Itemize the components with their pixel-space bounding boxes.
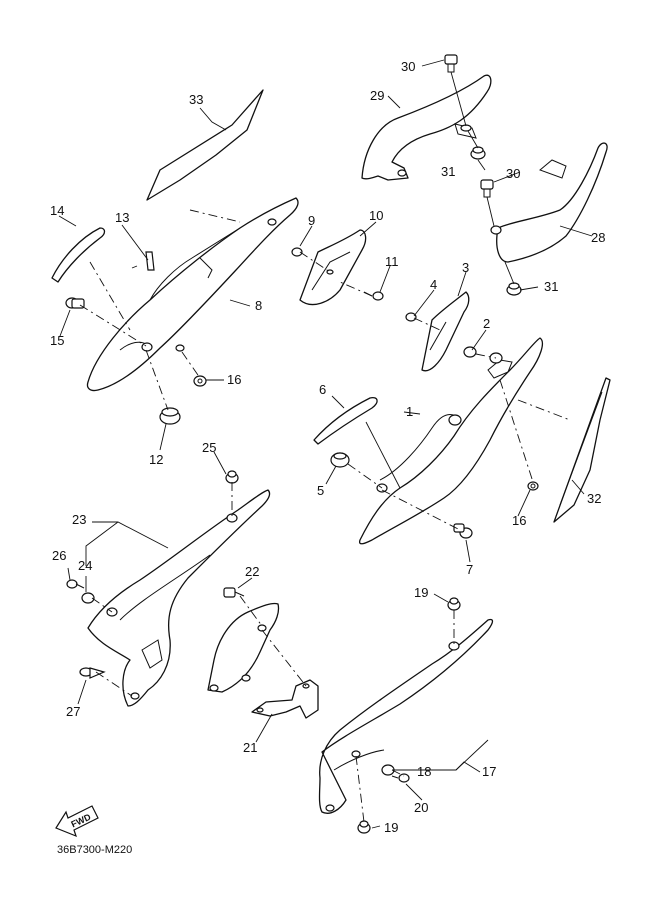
- part-30-bolt-lower[interactable]: [480, 179, 494, 198]
- part-33-panel[interactable]: [146, 89, 264, 201]
- part-31-nut-upper[interactable]: [470, 146, 486, 160]
- part-5-grommet[interactable]: [330, 452, 350, 468]
- assembly-lines: [79, 209, 571, 823]
- plate-panel[interactable]: [207, 602, 280, 693]
- callout-17[interactable]: 17: [482, 764, 496, 779]
- part-13-clip[interactable]: [145, 251, 155, 271]
- callout-24[interactable]: 24: [78, 558, 92, 573]
- callout-3[interactable]: 3: [462, 260, 469, 275]
- part-4-bolt[interactable]: [405, 312, 417, 322]
- callout-16-right[interactable]: 16: [512, 513, 526, 528]
- callout-23[interactable]: 23: [72, 512, 86, 527]
- callout-31-lower[interactable]: 31: [544, 279, 558, 294]
- part-28-grab-bar[interactable]: [490, 142, 608, 263]
- part-27-rivet[interactable]: [79, 667, 106, 679]
- leader-lines: [58, 59, 593, 829]
- part-30-bolt-upper[interactable]: [444, 54, 458, 73]
- callout-22[interactable]: 22: [245, 564, 259, 579]
- part-8-side-cover[interactable]: [86, 197, 299, 392]
- part-19-nut-upper[interactable]: [447, 597, 461, 611]
- callout-33[interactable]: 33: [189, 92, 203, 107]
- part-16-nut-right[interactable]: [527, 481, 539, 491]
- callout-6[interactable]: 6: [319, 382, 326, 397]
- callout-13[interactable]: 13: [115, 210, 129, 225]
- part-15-fastener[interactable]: [65, 297, 85, 309]
- part-29-grab-bar[interactable]: [361, 74, 492, 181]
- callout-21[interactable]: 21: [243, 740, 257, 755]
- part-19-nut-lower[interactable]: [357, 820, 371, 834]
- part-9-nut[interactable]: [291, 247, 303, 257]
- part-6-strip[interactable]: [313, 396, 378, 445]
- part-25-nut[interactable]: [225, 470, 239, 484]
- part-14-strip[interactable]: [51, 227, 106, 283]
- part-31-nut-lower[interactable]: [506, 282, 522, 296]
- part-21-bracket[interactable]: [251, 679, 319, 719]
- callout-7[interactable]: 7: [466, 562, 473, 577]
- part-11-screw[interactable]: [363, 291, 384, 301]
- callouts: 1 2 3 4 5 6 7 8 9 10 11 12 13 14 15 16 1…: [50, 59, 605, 835]
- callout-10[interactable]: 10: [369, 208, 383, 223]
- callout-19-upper[interactable]: 19: [414, 585, 428, 600]
- part-24-washer[interactable]: [81, 592, 95, 604]
- callout-9[interactable]: 9: [308, 213, 315, 228]
- callout-12[interactable]: 12: [149, 452, 163, 467]
- callout-28[interactable]: 28: [591, 230, 605, 245]
- part-7-bolt[interactable]: [453, 523, 473, 539]
- part-23-cover[interactable]: [87, 489, 271, 707]
- diagram-code: 36B7300-M220: [57, 844, 132, 856]
- part-17-cover[interactable]: [318, 618, 494, 814]
- callout-32[interactable]: 32: [587, 491, 601, 506]
- callout-14[interactable]: 14: [50, 203, 64, 218]
- part-10-bracket[interactable]: [299, 229, 367, 306]
- callout-29[interactable]: 29: [370, 88, 384, 103]
- callout-4[interactable]: 4: [430, 277, 437, 292]
- callout-16-left[interactable]: 16: [227, 372, 241, 387]
- part-3-bracket[interactable]: [421, 291, 470, 372]
- callout-30-lower[interactable]: 30: [506, 166, 520, 181]
- callout-18[interactable]: 18: [417, 764, 431, 779]
- callout-11[interactable]: 11: [385, 254, 399, 269]
- callout-5[interactable]: 5: [317, 483, 324, 498]
- callout-19-lower[interactable]: 19: [384, 820, 398, 835]
- part-32-panel[interactable]: [553, 377, 611, 523]
- callout-26[interactable]: 26: [52, 548, 66, 563]
- part-2-nut[interactable]: [463, 346, 477, 358]
- callout-31-upper[interactable]: 31: [441, 164, 455, 179]
- callout-2[interactable]: 2: [483, 316, 490, 331]
- callout-20[interactable]: 20: [414, 800, 428, 815]
- callout-27[interactable]: 27: [66, 704, 80, 719]
- part-26-screw[interactable]: [66, 579, 85, 589]
- part-16-nut-left[interactable]: [193, 375, 207, 387]
- callout-25[interactable]: 25: [202, 440, 216, 455]
- part-22-bolt[interactable]: [223, 587, 245, 598]
- part-12-grommet[interactable]: [159, 407, 181, 425]
- callout-8[interactable]: 8: [255, 298, 262, 313]
- fwd-arrow-icon: FWD: [55, 805, 99, 838]
- callout-1[interactable]: 1: [406, 404, 413, 419]
- part-20-screw[interactable]: [391, 773, 410, 783]
- callout-30-upper[interactable]: 30: [401, 59, 415, 74]
- callout-15[interactable]: 15: [50, 333, 64, 348]
